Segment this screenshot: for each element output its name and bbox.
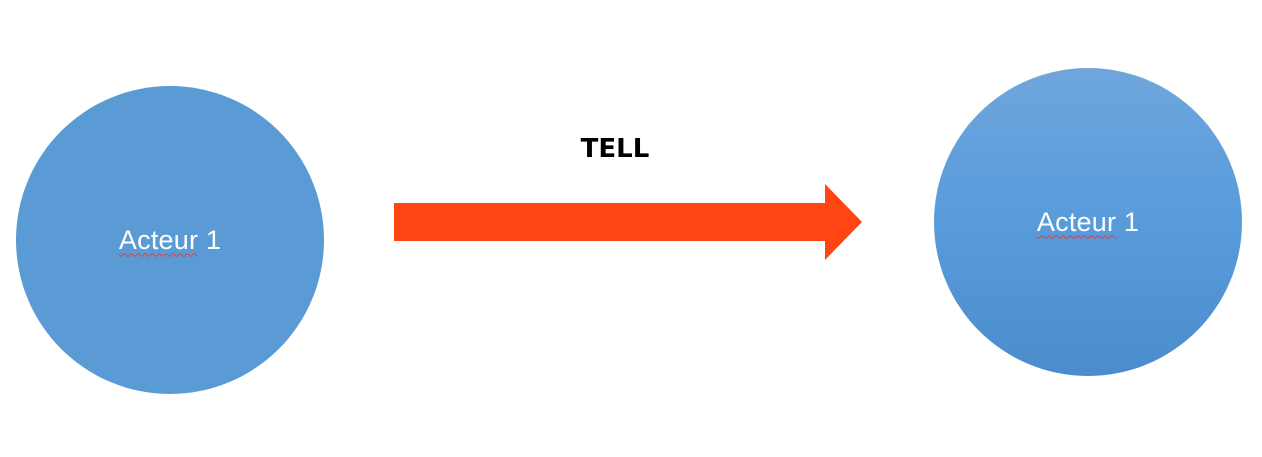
actor-label-right: Acteur 1 (1037, 207, 1139, 238)
message-label: TELL (580, 134, 650, 164)
tell-arrow (394, 184, 862, 260)
actor-name-left: Acteur (118, 224, 199, 255)
actor-name-right: Acteur (1036, 206, 1117, 237)
actor-number-left: 1 (205, 224, 222, 255)
actor-label-left: Acteur 1 (119, 225, 221, 256)
tell-arrow-shape (394, 184, 862, 260)
actor-circle-right: Acteur 1 (934, 68, 1242, 376)
actor-circle-left: Acteur 1 (16, 86, 324, 394)
actor-number-right: 1 (1123, 206, 1140, 237)
